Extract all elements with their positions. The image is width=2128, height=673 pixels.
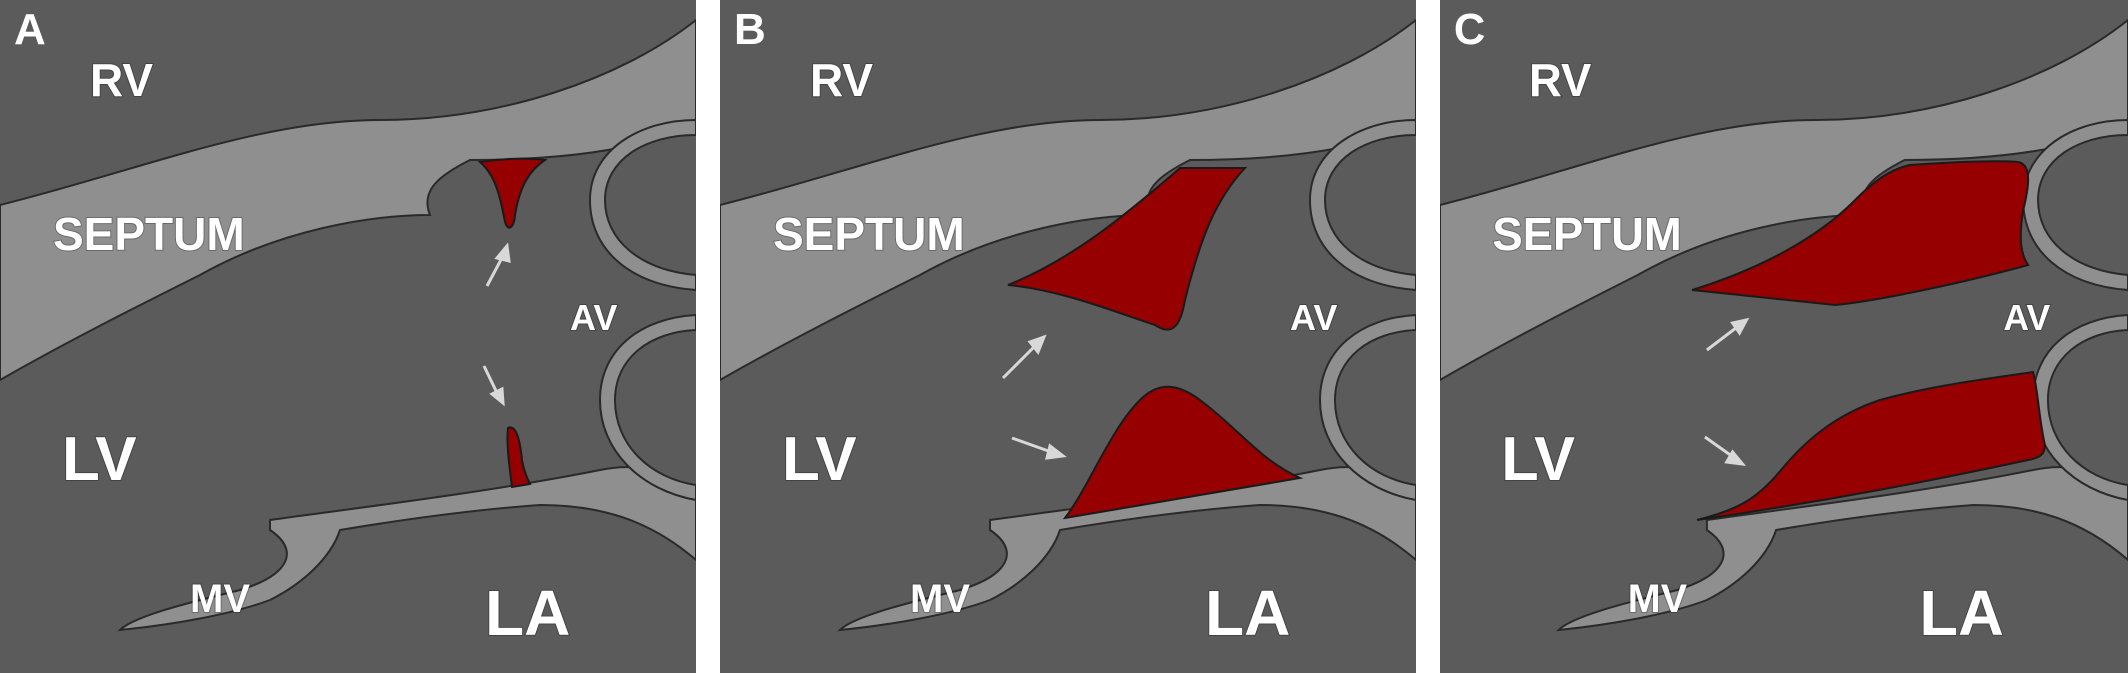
panel-a-diagram: A RV SEPTUM LV AV MV LA [0, 0, 696, 673]
label-mv: MV [190, 577, 250, 621]
label-la: LA [485, 577, 570, 649]
aortic-ring-lower [2032, 313, 2128, 502]
label-septum: SEPTUM [1492, 209, 1681, 260]
panel-b-diagram: B RV SEPTUM LV AV MV LA [720, 0, 1416, 673]
arrow-up-icon [1706, 317, 1750, 352]
label-av: AV [2003, 298, 2050, 338]
red-region-upper [1691, 160, 2030, 307]
label-rv: RV [810, 54, 873, 106]
septum-shape [1440, 18, 2128, 382]
panel-letter: B [734, 5, 766, 54]
label-av: AV [1290, 297, 1337, 338]
aortic-ring-lower [598, 313, 696, 502]
red-region-upper [477, 157, 548, 229]
red-region-lower [506, 426, 532, 489]
panel-b: B RV SEPTUM LV AV MV LA [720, 0, 1416, 673]
aortic-ring-upper [588, 118, 696, 292]
panel-c: C RV SEPTUM LV AV MV LA [1440, 0, 2128, 673]
panel-letter: C [1454, 5, 1485, 54]
aortic-ring-upper [1308, 118, 1416, 292]
label-septum: SEPTUM [53, 208, 245, 260]
label-av: AV [570, 297, 617, 338]
red-region-lower [1696, 370, 2046, 521]
label-septum: SEPTUM [773, 208, 965, 260]
mitral-leaflet-shape [117, 466, 696, 632]
label-lv: LV [782, 425, 857, 494]
panel-c-diagram: C RV SEPTUM LV AV MV LA [1440, 0, 2128, 673]
septum-shape [720, 18, 1416, 382]
red-region-lower [1062, 385, 1304, 520]
arrow-right-down-icon [1011, 436, 1067, 460]
red-region-upper [1007, 167, 1248, 331]
panel-letter: A [14, 5, 46, 54]
label-la: LA [1919, 578, 2003, 649]
aortic-ring-lower [1318, 313, 1416, 502]
mitral-leaflet-shape [837, 466, 1416, 632]
label-mv: MV [910, 577, 970, 621]
label-la: LA [1205, 577, 1290, 649]
panel-a: A RV SEPTUM LV AV MV LA [0, 0, 696, 673]
arrow-down-icon [482, 365, 505, 407]
label-mv: MV [1628, 577, 1688, 621]
label-lv: LV [1501, 425, 1575, 494]
aortic-ring-upper [2022, 118, 2128, 292]
label-rv: RV [1529, 55, 1592, 106]
mitral-leaflet-shape [1555, 466, 2128, 632]
label-lv: LV [62, 425, 137, 494]
arrow-up-icon [1001, 334, 1047, 380]
arrow-up-icon [485, 242, 511, 287]
label-rv: RV [90, 54, 153, 106]
arrow-right-down-icon [1704, 435, 1747, 466]
septum-shape [0, 18, 696, 382]
